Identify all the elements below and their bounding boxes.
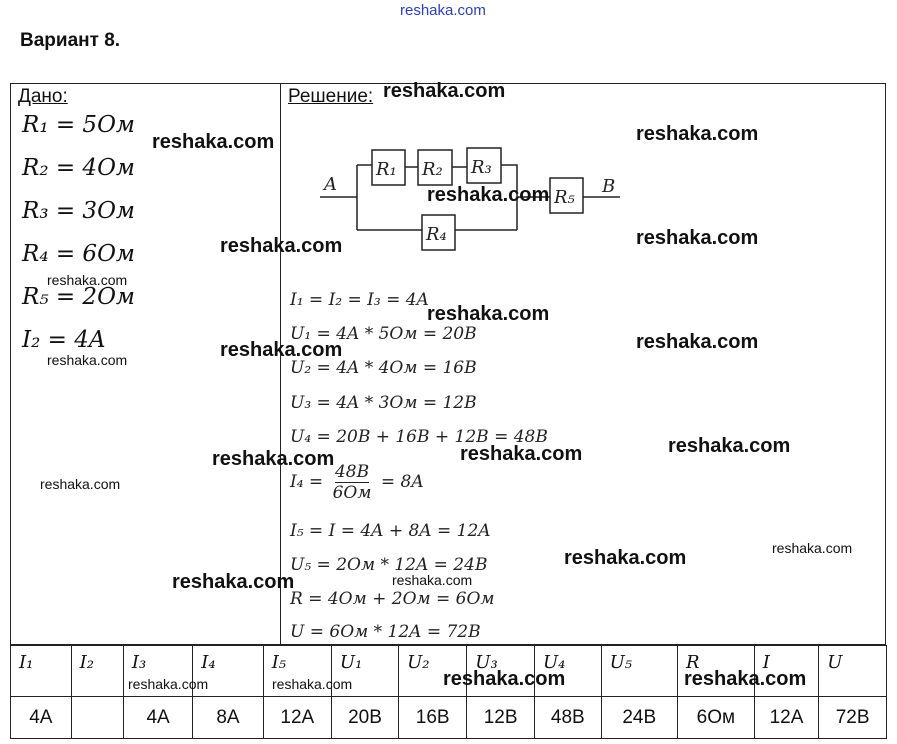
table-value-cell: 6Ом <box>676 696 755 739</box>
fraction-denominator: 6Ом <box>332 483 372 503</box>
node-a-label: A <box>322 174 337 195</box>
solution-line: R = 4Ом + 2Ом = 6Ом <box>290 589 495 609</box>
watermark: reshaka.com <box>392 572 473 588</box>
table-header-cell: I <box>753 645 820 697</box>
given-line: R₄ = 6Ом <box>22 241 135 267</box>
given-line: R₅ = 2Ом <box>22 284 135 310</box>
solution-line: U₃ = 4A * 3Ом = 12B <box>290 393 477 413</box>
watermark: reshaka.com <box>427 184 550 206</box>
resistor-r5-label: R₅ <box>553 187 575 208</box>
watermark: reshaka.com <box>443 668 566 690</box>
table-header-cell: U₁ <box>330 645 400 697</box>
watermark: reshaka.com <box>383 80 506 102</box>
table-value-cell: 4A <box>10 696 72 739</box>
given-header: Дано: <box>18 86 68 107</box>
resistor-r1-label: R₁ <box>375 159 397 180</box>
table-header-cell: I₂ <box>70 645 124 697</box>
solution-line: U₄ = 20B + 16B + 12B = 48B <box>290 427 548 447</box>
node-b-label: B <box>601 176 615 197</box>
watermark: reshaka.com <box>212 448 335 470</box>
resistor-r4-label: R₄ <box>425 224 447 245</box>
watermark: reshaka.com <box>636 123 759 145</box>
given-line: R₁ = 5Ом <box>22 112 135 138</box>
table-header-cell: U <box>818 645 887 697</box>
table-value-cell: 8A <box>192 696 264 739</box>
watermark: reshaka.com <box>636 331 759 353</box>
table-header-cell: U₅ <box>600 645 678 697</box>
watermark: reshaka.com <box>636 227 759 249</box>
watermark: reshaka.com <box>220 339 343 361</box>
table-header-cell: I₃ <box>122 645 194 697</box>
table-header-cell: I₅ <box>262 645 332 697</box>
circuit-diagram: A B R₁ R₂ R₃ R₄ R₅ <box>320 147 620 251</box>
table-value-cell: 48B <box>533 696 602 739</box>
watermark: reshaka.com <box>128 676 209 692</box>
resistor-r2-label: R₂ <box>421 159 443 180</box>
fraction-rhs: = 8A <box>380 472 424 492</box>
table-header-cell: U₂ <box>398 645 468 697</box>
table-value-cell: 12A <box>753 696 820 739</box>
table-value-cell: 20B <box>330 696 400 739</box>
watermark: reshaka.com <box>152 131 275 153</box>
table-header-cell: R <box>676 645 755 697</box>
table-header-cell: U₄ <box>533 645 602 697</box>
solution-frame <box>10 83 886 645</box>
watermark: reshaka.com <box>772 540 853 556</box>
watermark: reshaka.com <box>564 547 687 569</box>
solution-line: U₅ = 2Ом * 12A = 24B <box>290 555 488 575</box>
table-value-cell: 72B <box>818 696 887 739</box>
solution-line: U₂ = 4A * 4Ом = 16B <box>290 358 477 378</box>
watermark: reshaka.com <box>272 676 353 692</box>
table-value-cell <box>70 696 124 739</box>
watermark: reshaka.com <box>172 571 295 593</box>
table-value-cell: 12B <box>466 696 535 739</box>
table-header-cell: I₁ <box>10 645 72 697</box>
solution-header: Решение: <box>288 86 374 107</box>
watermark: reshaka.com <box>47 272 128 288</box>
given-line: I₂ = 4A <box>22 327 106 353</box>
watermark: reshaka.com <box>220 235 343 257</box>
table-value-cell: 24B <box>600 696 678 739</box>
watermark: reshaka.com <box>427 303 550 325</box>
fraction-lhs: I₄ = <box>290 472 324 492</box>
given-line: R₃ = 3Ом <box>22 198 135 224</box>
watermark: reshaka.com <box>684 668 807 690</box>
site-watermark[interactable]: reshaka.com <box>400 2 486 19</box>
resistor-r3-label: R₃ <box>470 157 492 178</box>
solution-line: U₁ = 4A * 5Ом = 20B <box>290 324 477 344</box>
column-divider <box>280 83 281 645</box>
table-value-cell: 12A <box>262 696 332 739</box>
solution-line: I₁ = I₂ = I₃ = 4A <box>290 290 429 310</box>
table-value-cell: 4A <box>122 696 194 739</box>
solution-line: U = 6Ом * 12A = 72B <box>290 622 481 642</box>
page-title: Вариант 8. <box>20 30 121 51</box>
solution-line: I₅ = I = 4A + 8A = 12A <box>290 521 491 541</box>
fraction-numerator: 48B <box>334 462 370 483</box>
watermark: reshaka.com <box>47 352 128 368</box>
table-value-cell: 16B <box>398 696 468 739</box>
watermark: reshaka.com <box>40 476 121 492</box>
watermark: reshaka.com <box>460 443 583 465</box>
watermark: reshaka.com <box>668 435 791 457</box>
given-line: R₂ = 4Ом <box>22 155 135 181</box>
